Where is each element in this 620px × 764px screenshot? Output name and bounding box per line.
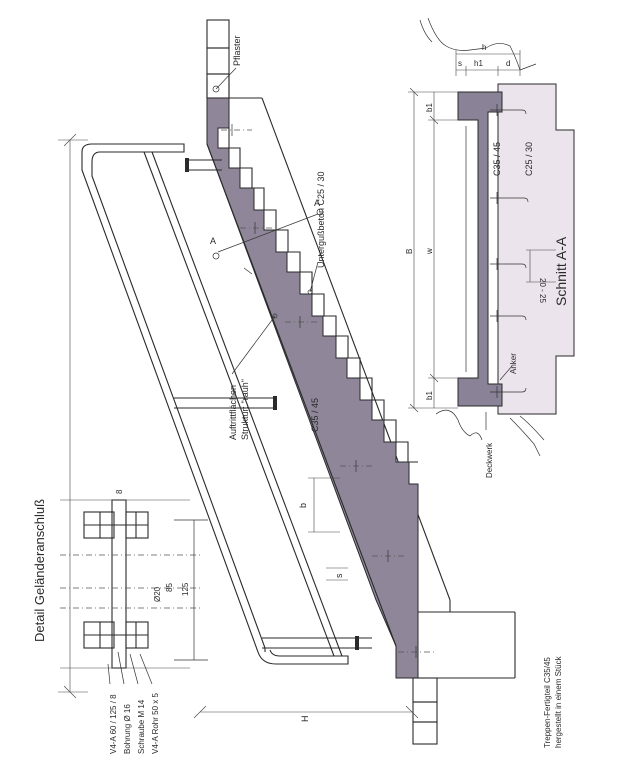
detail-dim-125: 125 bbox=[181, 582, 190, 596]
section-markers: A A bbox=[210, 198, 324, 260]
dim-s-label: s bbox=[334, 573, 344, 578]
section-dim-h1: h1 bbox=[474, 59, 483, 68]
detail-dim-20: Ø20 bbox=[153, 586, 162, 602]
section-a-a: h s h1 d b1 B w b1 20 - 25 C35 / 45 C25 … bbox=[405, 17, 575, 478]
railing-detail: Detail Geländeranschluß 8 Ø20 85 125 V4-… bbox=[32, 489, 208, 754]
section-precast-label: C35 / 45 bbox=[492, 142, 502, 176]
section-anchors bbox=[490, 104, 529, 398]
dimension-lines bbox=[58, 133, 419, 719]
detail-title: Detail Geländeranschluß bbox=[32, 499, 47, 642]
deckwerk-label: Deckwerk bbox=[485, 442, 494, 478]
fertigteil-note-line2: hergestellt in einem Stück bbox=[554, 655, 563, 748]
section-dim-w: w bbox=[425, 248, 434, 255]
fertigteil-note-line1: Treppen-Fertigteil C35/45 bbox=[543, 657, 552, 748]
section-dim-B: B bbox=[405, 249, 414, 254]
section-marker-a-left: A bbox=[210, 236, 216, 246]
section-marker-a-right: A bbox=[314, 198, 320, 208]
pflaster-label: Pflaster bbox=[232, 35, 242, 66]
railing bbox=[81, 143, 372, 665]
struktur-label: Struktur: "rauh" bbox=[240, 379, 250, 440]
step-profile bbox=[218, 127, 418, 463]
section-base-concrete bbox=[497, 83, 575, 415]
detail-item-tube: V4-A Rohr 50 x 5 bbox=[151, 693, 160, 754]
detail-item-screw: Schraube M 14 bbox=[137, 699, 146, 754]
section-dim-b1-top: b1 bbox=[425, 103, 434, 112]
section-base-label: C25 / 30 bbox=[524, 142, 534, 176]
section-dim-b1-bottom: b1 bbox=[425, 391, 434, 400]
top-paving-blocks bbox=[206, 19, 230, 99]
section-dim-s: s bbox=[458, 59, 462, 68]
dim-b-label: b bbox=[298, 503, 308, 508]
section-dim-h: h bbox=[482, 43, 486, 52]
section-precast-concrete bbox=[457, 91, 503, 407]
section-dim-d: d bbox=[506, 59, 510, 68]
base-concrete-line bbox=[206, 143, 397, 647]
section-title: Schnitt A-A bbox=[553, 236, 569, 306]
stair-concrete-label: C35 / 45 bbox=[310, 398, 320, 432]
dim-H-label: H bbox=[300, 716, 310, 723]
detail-dim-85: 85 bbox=[165, 583, 174, 592]
detail-item-plate: V4-A 60 / 125 / 8 bbox=[109, 694, 118, 754]
detail-dim-8: 8 bbox=[115, 489, 124, 494]
untergussbeton-label: Untergußbeton C25 / 30 bbox=[316, 171, 326, 268]
detail-item-bore: Bohrung Ø 16 bbox=[123, 704, 132, 754]
anker-label: Anker bbox=[509, 353, 518, 374]
stair-elevation bbox=[206, 19, 516, 745]
section-dim-gap: 20 - 25 bbox=[538, 278, 547, 303]
callout-leaders bbox=[215, 67, 319, 375]
precast-stair-section bbox=[206, 97, 419, 679]
bottom-paving-blocks bbox=[412, 677, 438, 745]
auftrittflaechen-label: Auftrittflächen bbox=[228, 385, 238, 440]
concrete-body-outline bbox=[206, 74, 516, 679]
anchor-rods bbox=[221, 124, 434, 658]
